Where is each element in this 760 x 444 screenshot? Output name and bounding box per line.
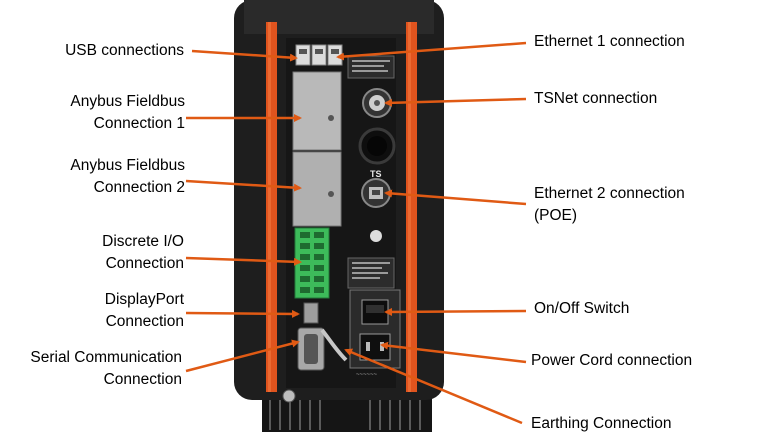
label-tsnet: TSNet connection (534, 90, 658, 107)
power-socket (359, 333, 391, 361)
discrete-io-terminal (294, 227, 330, 299)
callout-arrows (185, 41, 527, 425)
left-rail (266, 22, 277, 392)
displayport-connector (303, 302, 319, 324)
logo-mark (370, 230, 382, 242)
label-earthing: Earthing Connection (531, 415, 672, 432)
label-ethernet-2: Ethernet 2 connection (POE) (534, 185, 685, 224)
usb-ports (295, 44, 343, 66)
right-rail (406, 22, 417, 392)
label-ethernet-1: Ethernet 1 connection (534, 33, 685, 50)
earthing-cable (320, 328, 348, 362)
earthing-screw (282, 389, 296, 403)
label-on-off-switch: On/Off Switch (534, 300, 630, 317)
label-discrete-io: Discrete I/O Connection (102, 233, 184, 272)
svg-text:~~~~~~: ~~~~~~ (356, 372, 378, 378)
ethernet2-connector (361, 178, 391, 208)
label-power-cord: Power Cord connection (531, 352, 693, 369)
label-usb-connections: USB connections (65, 42, 184, 59)
serial-connector (297, 327, 325, 371)
fieldbus-plate-2 (292, 151, 342, 227)
cable-gland (358, 127, 396, 165)
brand-mark: TS (370, 169, 382, 179)
label-serial-communication: Serial Communication Connection (30, 349, 182, 388)
label-anybus-fieldbus-2: Anybus Fieldbus Connection 2 (70, 157, 185, 196)
label-anybus-fieldbus-1: Anybus Fieldbus Connection 1 (70, 93, 185, 132)
label-displayport: DisplayPort Connection (104, 291, 184, 330)
fieldbus-plate-1 (292, 71, 342, 151)
power-module (349, 289, 401, 369)
